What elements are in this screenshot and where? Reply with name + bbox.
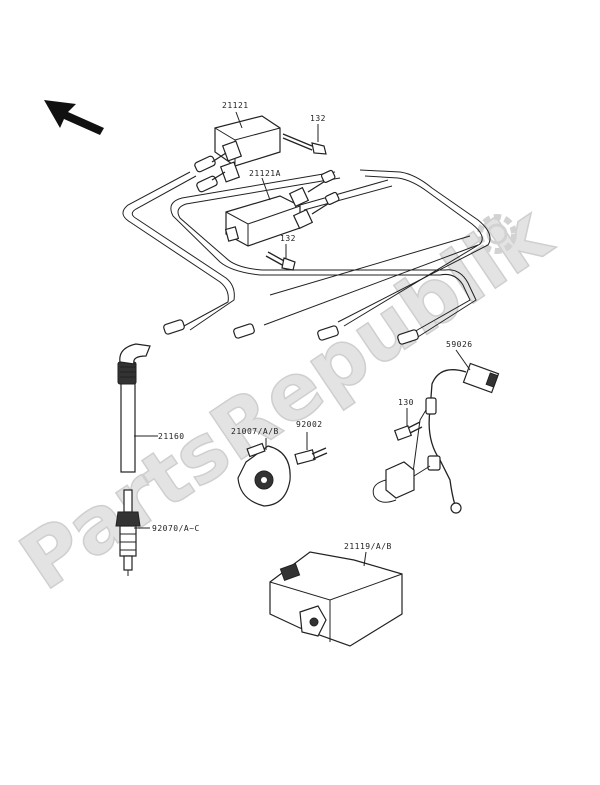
arrow-up-left-icon	[44, 100, 104, 135]
bolt-132-mid	[265, 251, 296, 271]
label-21119: 21119/A/B	[344, 542, 392, 551]
label-92070: 92070/A~C	[152, 524, 200, 533]
bolt-130	[393, 421, 423, 441]
label-59026: 59026	[446, 340, 473, 349]
label-132-top: 132	[310, 114, 326, 123]
label-21007: 21007/A/B	[231, 427, 279, 436]
ignition-coil-21121A	[224, 169, 340, 247]
label-130: 130	[398, 398, 414, 407]
pickup-coil-21007	[237, 442, 291, 507]
label-21160: 21160	[158, 432, 185, 441]
bolt-132-top	[282, 133, 327, 155]
spark-plug-92070	[115, 489, 141, 576]
wire-connectors	[163, 155, 419, 345]
sub-harness-59026	[372, 362, 500, 514]
label-21121A: 21121A	[249, 169, 281, 178]
leader-lines	[134, 111, 471, 567]
cdi-unit-21119	[269, 551, 403, 647]
ignition-coil-21121	[211, 115, 281, 183]
spark-plug-lead-21160	[117, 343, 151, 473]
label-21121: 21121	[222, 101, 249, 110]
gear-icon	[477, 214, 517, 254]
label-92002: 92002	[296, 420, 323, 429]
label-132-mid: 132	[280, 234, 296, 243]
wiring-harness	[122, 169, 491, 343]
bolt-92002	[294, 447, 328, 465]
part-labels: 21121 132 21121A 132 59026 130 21160 210…	[152, 101, 473, 551]
